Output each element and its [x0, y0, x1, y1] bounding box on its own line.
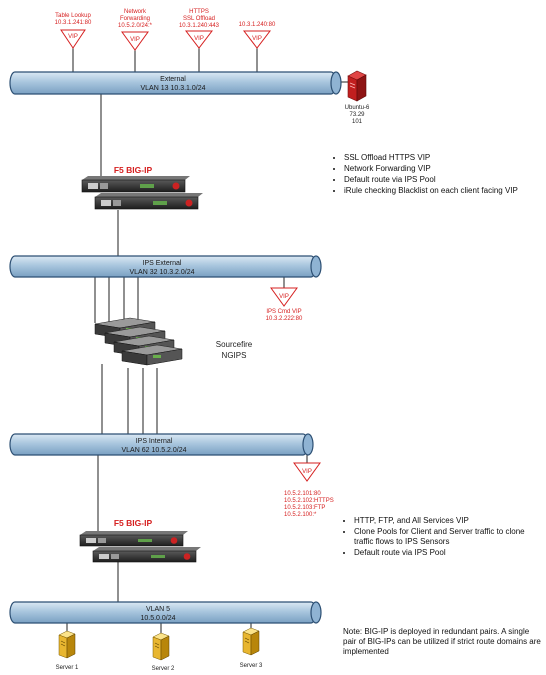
bullets-top: SSL Offload HTTPS VIP Network Forwarding… — [330, 153, 530, 197]
f5-appliance-icon — [79, 531, 188, 547]
vip-network-forwarding[interactable]: Network Forwarding 10.5.2.0/24:* VIP — [118, 9, 153, 51]
vlan-name: IPS External — [143, 260, 182, 267]
vip-triangle-icon — [121, 31, 149, 51]
vip-desc-line: 10.3.1.240:443 — [179, 23, 220, 29]
sourcefire-ngips[interactable]: Sourcefire NGIPS — [94, 317, 253, 366]
ngips-appliance-icon — [121, 344, 183, 366]
bullet-item: Default route via IPS Pool — [354, 548, 540, 558]
vlan-subnet: 10.5.0.0/24 — [140, 615, 175, 622]
vlan-subnet: VLAN 62 10.5.2.0/24 — [122, 447, 187, 454]
bullet-item: Default route via IPS Pool — [344, 175, 530, 185]
server-label: Server 3 — [240, 663, 263, 669]
vip-desc-line: 10.5.2.102:HTTPS — [284, 498, 334, 504]
ubuntu-label-line: 101 — [352, 119, 363, 125]
server-icon — [152, 632, 170, 661]
vip-desc-line: 10.3.1.241:80 — [55, 20, 92, 26]
server-2[interactable]: Server 2 — [152, 632, 175, 672]
vip-triangle-icon — [270, 287, 298, 307]
vip-triangle-icon — [242, 30, 272, 49]
vlan-subnet: VLAN 32 10.3.2.0/24 — [130, 269, 195, 276]
vip-label: VIP — [194, 36, 204, 42]
vip-desc-line: Network — [124, 9, 147, 15]
vip-desc-line: 10.5.2.103:FTP — [284, 505, 325, 511]
vip-triangle-icon — [60, 29, 86, 49]
server-3[interactable]: Server 3 — [240, 627, 263, 669]
vip-desc-line: 10.3.2.222:80 — [266, 316, 303, 322]
vip-label: VIP — [130, 37, 140, 43]
vip-ips-cmd[interactable]: VIP IPS Cmd VIP 10.3.2.222:80 — [266, 287, 303, 322]
deployment-note: Note: BIG-IP is deployed in redundant pa… — [343, 627, 541, 656]
vlan-name: VLAN 5 — [146, 606, 170, 613]
server-label: Server 2 — [152, 666, 175, 672]
vlan-ips-internal-pipe[interactable]: IPS Internal VLAN 62 10.5.2.0/24 — [9, 433, 314, 456]
ubuntu-label-line: Ubuntu-6 — [345, 105, 370, 111]
bullet-item: iRule checking Blacklist on each client … — [344, 186, 530, 196]
vip-desc-line: 10.5.2.101:80 — [284, 491, 321, 497]
vip-desc-line: IPS Cmd VIP — [266, 309, 301, 315]
f5-appliance-icon — [81, 176, 190, 193]
vip-desc-line: Table Lookup — [55, 13, 91, 19]
vlan-subnet: VLAN 13 10.3.1.0/24 — [141, 85, 206, 92]
vlan-ips-external-pipe[interactable]: IPS External VLAN 32 10.3.2.0/24 — [9, 255, 322, 278]
bullet-item: HTTP, FTP, and All Services VIP — [354, 516, 540, 526]
f5-title: F5 BIG-IP — [114, 165, 153, 175]
bullets-bottom: HTTP, FTP, and All Services VIP Clone Po… — [340, 516, 540, 559]
vip-desc-line: 10.5.2.100:* — [284, 512, 317, 518]
f5-bigip-top[interactable]: F5 BIG-IP — [81, 165, 203, 210]
vip-desc-line: 10.3.1.240:80 — [239, 22, 276, 28]
vip-label: VIP — [68, 34, 78, 40]
vip-desc-line: SSL Offload — [183, 16, 215, 22]
server-icon — [242, 627, 260, 656]
vip-triangle-icon — [184, 30, 214, 49]
vip-desc-line: 10.5.2.0/24:* — [118, 23, 153, 29]
server-icon — [347, 70, 367, 102]
bullet-item: Network Forwarding VIP — [344, 164, 530, 174]
f5-title: F5 BIG-IP — [114, 518, 153, 528]
vip-desc-line: Forwarding — [120, 16, 150, 22]
vip-label: VIP — [279, 294, 289, 300]
vip-table-lookup[interactable]: Table Lookup 10.3.1.241:80 VIP — [55, 13, 92, 49]
vip-label: VIP — [302, 469, 312, 475]
vlan-name: External — [160, 76, 186, 83]
bullet-item: SSL Offload HTTPS VIP — [344, 153, 530, 163]
vip-http-80[interactable]: 10.3.1.240:80 VIP — [239, 22, 276, 49]
vip-label: VIP — [252, 36, 262, 42]
f5-appliance-icon — [92, 547, 201, 563]
vlan-external-pipe[interactable]: External VLAN 13 10.3.1.0/24 — [9, 71, 342, 95]
vip-desc-line: HTTPS — [189, 9, 209, 15]
vlan-name: IPS Internal — [136, 438, 173, 445]
vip-triangle-icon — [293, 462, 321, 482]
vip-https-ssl-offload[interactable]: HTTPS SSL Offload 10.3.1.240:443 VIP — [179, 9, 220, 49]
vip-internal[interactable]: VIP 10.5.2.101:80 10.5.2.102:HTTPS 10.5.… — [284, 462, 334, 518]
server-icon — [58, 630, 76, 659]
connection-lines — [66, 47, 348, 633]
ubuntu-server[interactable]: Ubuntu-6 73.29 101 — [345, 70, 370, 125]
server-label: Server 1 — [56, 665, 79, 671]
vlan5-pipe[interactable]: VLAN 5 10.5.0.0/24 — [9, 601, 322, 624]
ubuntu-label-line: 73.29 — [349, 112, 365, 118]
ngips-label-line: Sourcefire — [216, 340, 253, 349]
f5-bigip-bottom[interactable]: F5 BIG-IP — [79, 518, 201, 563]
f5-appliance-icon — [94, 193, 203, 210]
bullet-item: Clone Pools for Client and Server traffi… — [354, 527, 540, 547]
top-vips: Table Lookup 10.3.1.241:80 VIP Network F… — [55, 9, 276, 51]
ngips-label-line: NGIPS — [222, 351, 247, 360]
server-1[interactable]: Server 1 — [56, 630, 79, 671]
